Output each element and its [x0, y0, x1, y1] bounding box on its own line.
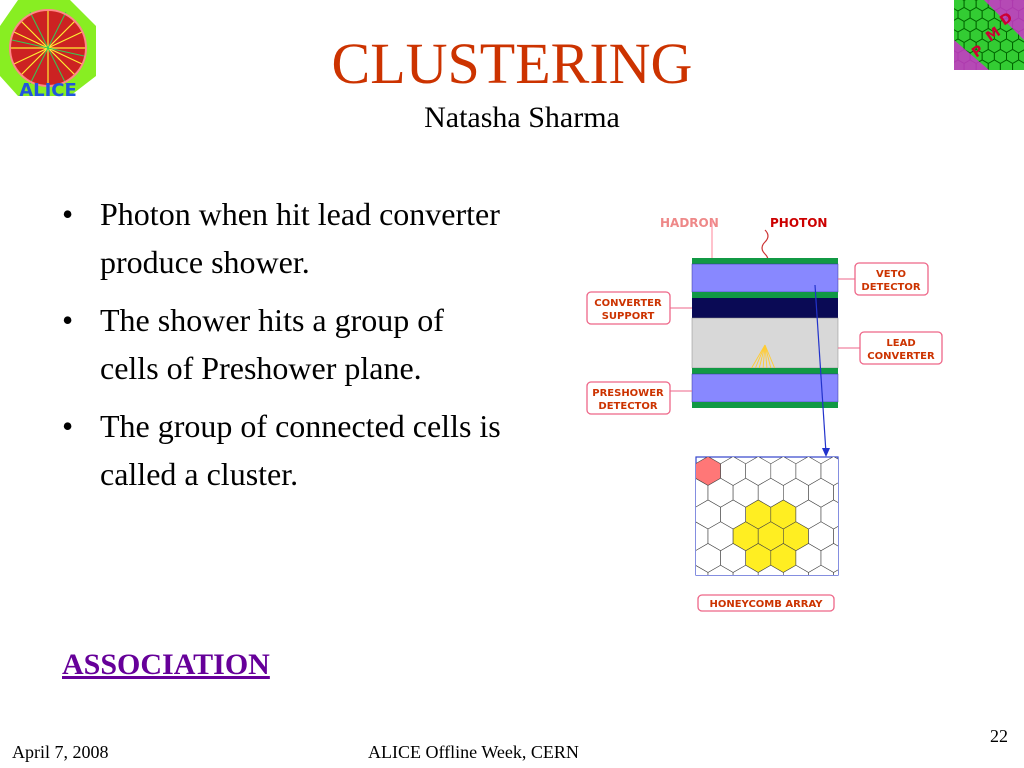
- lead-converter-layer: [691, 317, 839, 369]
- bullet-text: Photon when hit lead converter produce s…: [100, 196, 500, 280]
- svg-text:VETO: VETO: [876, 269, 906, 280]
- veto-detector-label: VETO DETECTOR: [854, 262, 929, 296]
- pmd-logo: P M D: [951, 0, 1024, 75]
- bullet-marker: •: [62, 196, 74, 232]
- alice-logo: ALICE: [0, 0, 100, 105]
- hadron-label: HADRON: [660, 216, 719, 230]
- bullet-item: • The group of connected cells is called…: [62, 402, 502, 498]
- preshower-plate-top: [692, 368, 838, 374]
- bullet-item: • The shower hits a group of cells of Pr…: [62, 296, 502, 392]
- slide-title: CLUSTERING: [331, 31, 693, 96]
- bullet-marker: •: [62, 408, 74, 444]
- pmd-logo-hex: [1018, 49, 1024, 64]
- veto-plate-bottom: [692, 292, 838, 298]
- honeycomb-cell: [670, 544, 695, 573]
- bullet-marker: •: [62, 302, 74, 338]
- preshower-plate-bottom: [692, 402, 838, 408]
- svg-text:DETECTOR: DETECTOR: [598, 401, 657, 412]
- honeycomb-cell: [670, 457, 695, 486]
- veto-plate-top: [692, 258, 838, 264]
- preshower-detector-layer: [691, 373, 839, 403]
- honeycomb-array-label: HONEYCOMB ARRAY: [697, 594, 835, 612]
- footer-event: ALICE Offline Week, CERN: [368, 742, 579, 762]
- slide-subtitle: Natasha Sharma: [424, 101, 620, 134]
- hadron-arrow: [814, 284, 827, 454]
- bullet-item: • Photon when hit lead converter produce…: [62, 190, 502, 286]
- bullet-text: The group of connected cells is called a…: [100, 408, 501, 492]
- svg-text:PRESHOWER: PRESHOWER: [592, 388, 664, 399]
- honeycomb-cell: [670, 500, 695, 529]
- honeycomb-cell: [833, 526, 838, 547]
- preshower-detector-label: PRESHOWER DETECTOR: [586, 381, 671, 415]
- svg-text:DETECTOR: DETECTOR: [861, 282, 920, 293]
- converter-support-layer: [692, 298, 838, 318]
- svg-text:HONEYCOMB ARRAY: HONEYCOMB ARRAY: [709, 599, 823, 610]
- honeycomb-cell: [833, 569, 838, 575]
- svg-text:CONVERTER: CONVERTER: [594, 298, 662, 309]
- converter-support-label: CONVERTER SUPPORT: [586, 291, 671, 325]
- arrow-head: [822, 448, 830, 457]
- pmd-detector-diagram: HADRON PHOTON VETO DETECT: [580, 205, 950, 620]
- association-link[interactable]: ASSOCIATION: [62, 648, 270, 681]
- svg-text:SUPPORT: SUPPORT: [602, 311, 655, 322]
- veto-detector-layer: [691, 263, 839, 293]
- bullet-list: • Photon when hit lead converter produce…: [62, 190, 502, 508]
- lead-converter-label: LEAD CONVERTER: [859, 331, 943, 365]
- slide-number: 22: [990, 726, 1008, 746]
- photon-label: PHOTON: [770, 216, 827, 230]
- alice-logo-text: ALICE: [19, 80, 77, 100]
- svg-text:LEAD: LEAD: [886, 338, 915, 349]
- bullet-text: The shower hits a group of cells of Pres…: [100, 302, 444, 386]
- honeycomb-array: [670, 457, 838, 575]
- svg-text:CONVERTER: CONVERTER: [867, 351, 935, 362]
- honeycomb-cell: [833, 482, 838, 503]
- footer-date: April 7, 2008: [12, 742, 109, 762]
